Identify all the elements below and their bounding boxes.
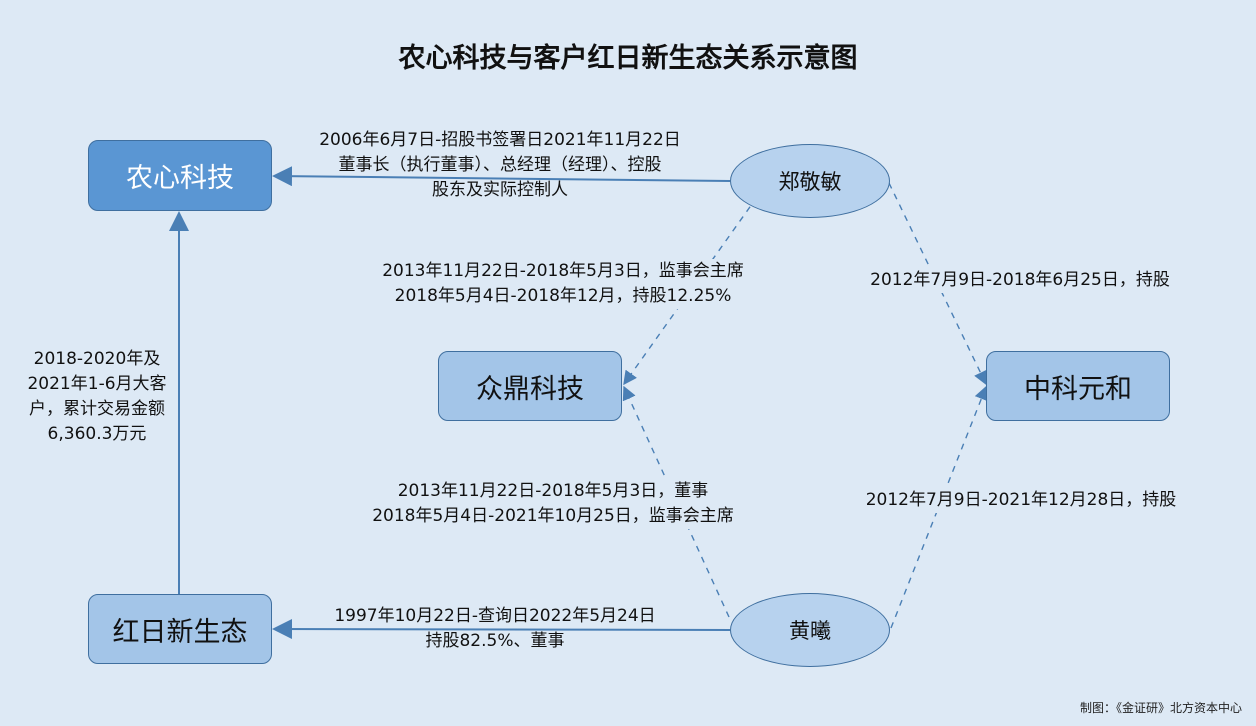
label-line: 2013年11月22日-2018年5月3日，董事	[397, 481, 709, 501]
node-zhongding: 众鼎科技	[438, 351, 622, 421]
node-hongri: 红日新生态	[88, 594, 272, 664]
label-line: 持股82.5%、董事	[425, 631, 565, 651]
label-line: 2021年1-6月大客	[27, 374, 167, 394]
node-huang: 黄曦	[730, 593, 890, 667]
edge-zheng-zhongding	[623, 196, 758, 386]
label-zheng-nongxin: 2006年6月7日-招股书签署日2021年11月22日 董事长（执行董事）、总经…	[295, 128, 705, 203]
edge-huang-hongri	[272, 619, 731, 640]
label-hongri-nongxin: 2018-2020年及 2021年1-6月大客 户，累计交易金额 6,360.3…	[14, 347, 180, 447]
label-line: 2012年7月9日-2018年6月25日，持股	[870, 270, 1170, 290]
label-line: 2013年11月22日-2018年5月3日，监事会主席	[382, 261, 744, 281]
label-zheng-zhongke: 2012年7月9日-2018年6月25日，持股	[850, 268, 1190, 293]
label-huang-zhongke: 2012年7月9日-2021年12月28日，持股	[846, 488, 1196, 513]
label-line: 2018年5月4日-2021年10月25日，监事会主席	[372, 506, 734, 526]
diagram-title: 农心科技与客户红日新生态关系示意图	[398, 43, 858, 74]
label-huang-hongri: 1997年10月22日-查询日2022年5月24日 持股82.5%、董事	[310, 604, 680, 654]
footer-credit: 制图：《金证研》北方资本中心	[1079, 701, 1242, 715]
label-line: 股东及实际控制人	[432, 180, 568, 200]
edge-zheng-nongxin	[272, 166, 731, 187]
label-line: 6,360.3万元	[47, 424, 147, 444]
label-huang-zhongding: 2013年11月22日-2018年5月3日，董事 2018年5月4日-2021年…	[348, 479, 758, 529]
node-zheng: 郑敬敏	[730, 144, 890, 218]
label-line: 2018-2020年及	[33, 349, 161, 369]
label-line: 2018年5月4日-2018年12月，持股12.25%	[394, 286, 732, 306]
label-line: 2006年6月7日-招股书签署日2021年11月22日	[319, 130, 681, 150]
node-nongxin: 农心科技	[88, 140, 272, 211]
label-line: 2012年7月9日-2021年12月28日，持股	[865, 490, 1177, 510]
label-line: 1997年10月22日-查询日2022年5月24日	[334, 606, 656, 626]
label-line: 董事长（执行董事）、总经理（经理）、控股	[338, 155, 662, 175]
label-zheng-zhongding: 2013年11月22日-2018年5月3日，监事会主席 2018年5月4日-20…	[358, 259, 768, 309]
node-zhongke: 中科元和	[986, 351, 1170, 421]
label-line: 户，累计交易金额	[29, 399, 165, 419]
